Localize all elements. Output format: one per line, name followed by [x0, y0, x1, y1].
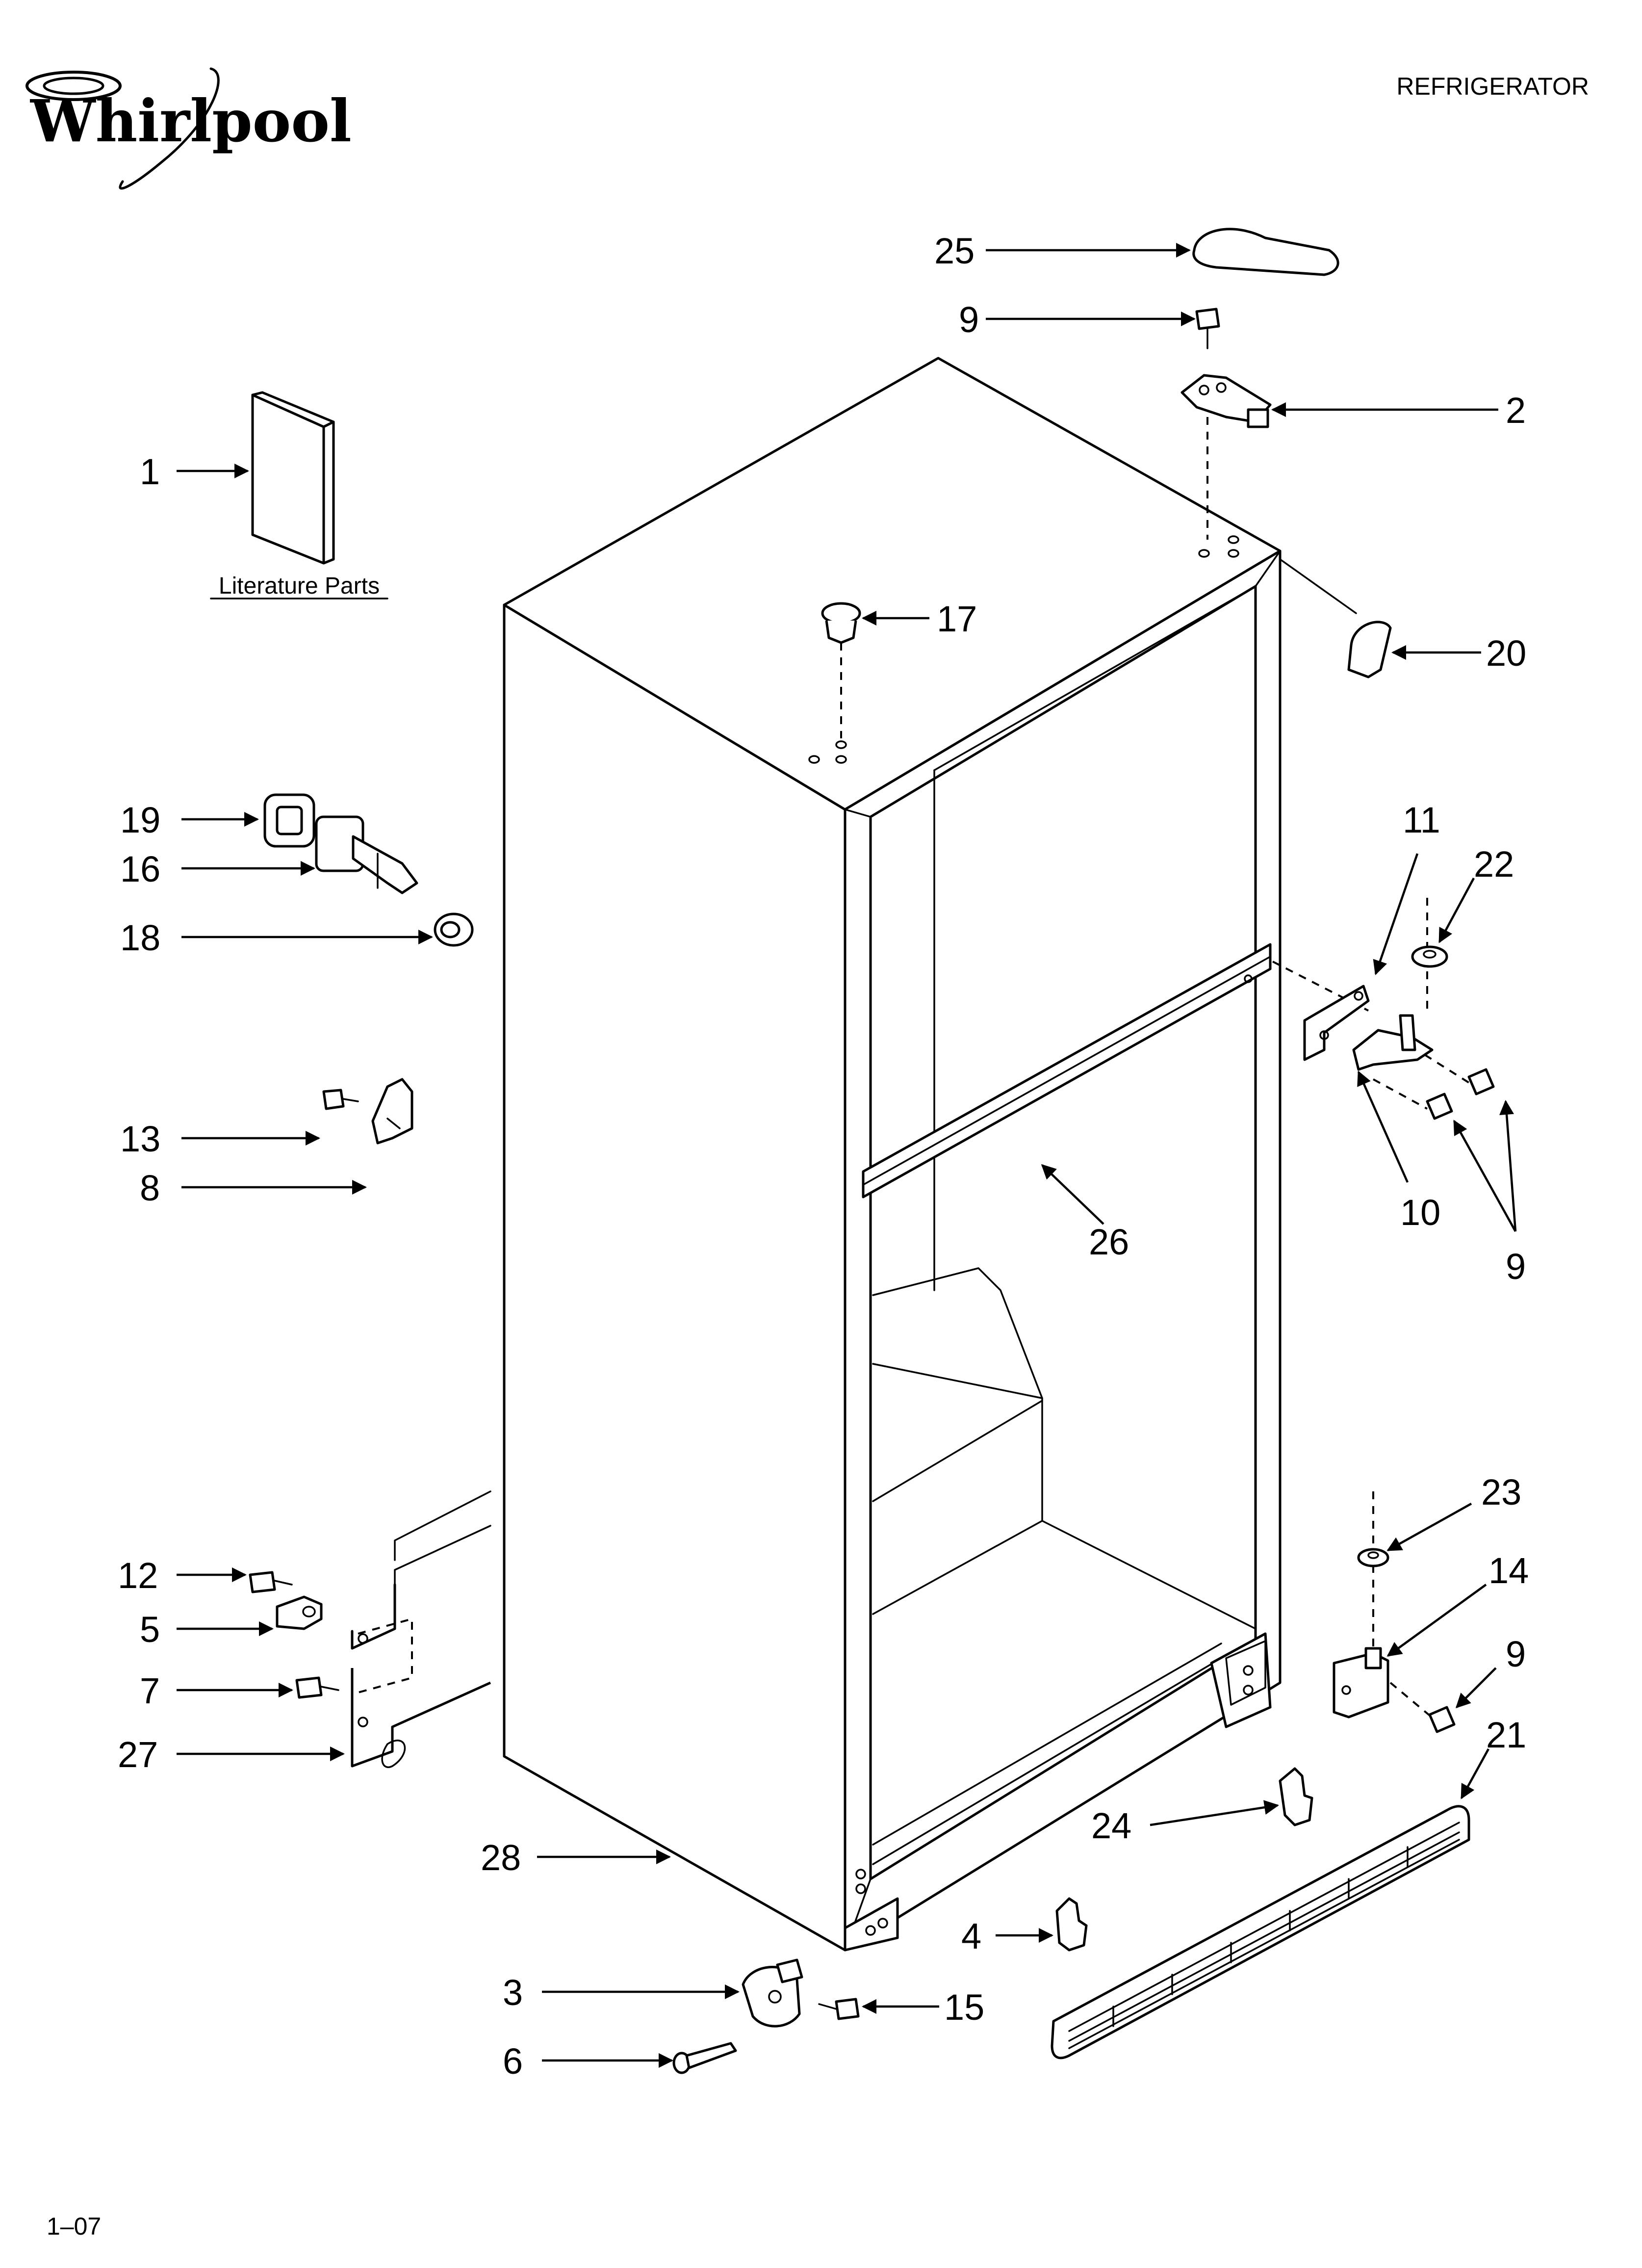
callout-20: 20: [1486, 633, 1526, 674]
shaft-part: [315, 815, 418, 894]
middle-hinge-assembly: [1272, 898, 1495, 1120]
callout-27: 27: [118, 1734, 158, 1775]
callout-9-top: 9: [959, 299, 979, 340]
callout-23: 23: [1481, 1472, 1521, 1512]
brand-wordmark: Whirlpool: [29, 87, 352, 155]
callout-19: 19: [120, 800, 160, 840]
back-panel-part: [351, 1490, 491, 1768]
leader-lines: [177, 243, 1517, 2068]
callout-26: 26: [1089, 1222, 1129, 1262]
callout-24: 24: [1091, 1805, 1131, 1846]
callout-13: 13: [120, 1119, 160, 1159]
callout-9-mid: 9: [1506, 1246, 1526, 1287]
callout-15: 15: [944, 1987, 984, 2028]
callout-10: 10: [1400, 1192, 1440, 1233]
callout-21: 21: [1486, 1715, 1526, 1755]
roller-screw-part: [818, 1998, 860, 2020]
whirlpool-logo: Whirlpool: [26, 67, 352, 190]
callout-3: 3: [503, 1972, 523, 2013]
callout-5: 5: [140, 1609, 160, 1650]
gasket-part: [263, 793, 315, 848]
grille-clip-part-2: [1055, 1897, 1088, 1952]
callout-17: 17: [937, 599, 977, 639]
callout-9-low: 9: [1506, 1634, 1526, 1674]
hinge-cover-part: [1192, 228, 1339, 276]
literature-part: [251, 391, 335, 565]
axle-pin-part: [672, 2042, 737, 2074]
trim-part: [1347, 621, 1392, 678]
callout-16: 16: [120, 849, 160, 889]
lower-hinge-assembly: [1333, 1491, 1456, 1733]
callout-28: 28: [481, 1837, 521, 1878]
roller-bracket-part: [742, 1958, 803, 2028]
toe-grille-part: [1051, 1805, 1470, 2059]
callout-4: 4: [961, 1916, 981, 1956]
grille-clip-part: [1279, 1767, 1313, 1826]
literature-parts-label: Literature Parts: [219, 573, 380, 599]
top-screw-part: [1195, 308, 1220, 349]
callout-labels: 25 9 2 1 17 20 19 16 18 11 22 13 8 26 10…: [118, 231, 1529, 2082]
screw-and-clip-part: [322, 1078, 413, 1145]
callout-1: 1: [140, 451, 160, 492]
plug-part: [821, 602, 861, 644]
callout-2: 2: [1506, 390, 1526, 431]
cabinet-body: [503, 357, 1282, 1952]
callout-25: 25: [934, 231, 975, 271]
top-hinge-part: [1180, 374, 1272, 428]
callout-22: 22: [1474, 844, 1514, 885]
callout-12: 12: [118, 1555, 158, 1596]
page-title: REFRIGERATOR: [1396, 73, 1589, 100]
callout-7: 7: [140, 1670, 160, 1711]
revision-code: 1–07: [47, 2213, 101, 2240]
callout-14: 14: [1488, 1550, 1529, 1591]
callout-6: 6: [503, 2041, 523, 2082]
lower-left-hardware: [249, 1571, 339, 1699]
trim-leader-line: [1279, 558, 1357, 614]
callout-11: 11: [1403, 800, 1440, 840]
grommet-part: [434, 912, 474, 947]
callout-8: 8: [140, 1168, 160, 1208]
callout-18: 18: [120, 917, 160, 958]
